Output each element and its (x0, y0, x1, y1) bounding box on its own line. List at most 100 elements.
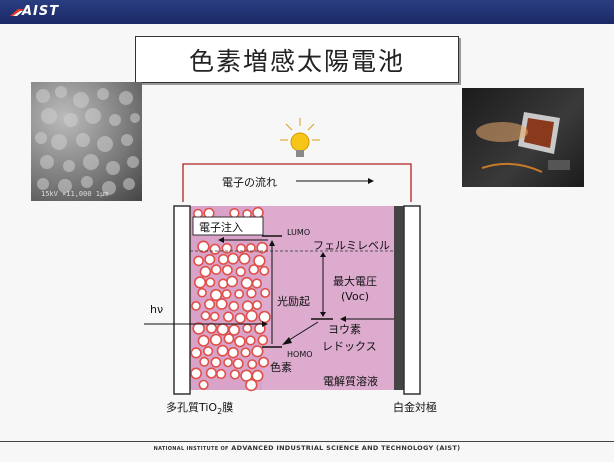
footer-divider (0, 441, 614, 442)
tio2-particle (199, 265, 212, 278)
tio2-particle (217, 253, 229, 265)
tio2-particle (204, 298, 216, 310)
footer-prefix: NATIONAL INSTITUTE OF (153, 446, 229, 452)
redox-to-homo-arrow (285, 321, 319, 343)
max-voltage-label: 最大電圧 (333, 274, 377, 288)
tio2-particle (245, 335, 256, 346)
tio2-particle (259, 265, 270, 276)
tio2-particle (258, 356, 269, 368)
tio2-particle (209, 243, 221, 255)
tio2-particle (197, 240, 210, 253)
tio2-particle (235, 266, 246, 277)
tio2-particle (193, 276, 207, 289)
tio2-particle (236, 243, 247, 254)
tio2-particle (190, 347, 202, 359)
tio2-particle (229, 369, 240, 380)
tio2-particle (253, 254, 266, 268)
solar-cell-photo (462, 88, 584, 187)
tio2-particle (256, 241, 269, 254)
tio2-particle (216, 344, 229, 357)
redox-label: レドックス (322, 340, 377, 353)
tio2-particle (251, 278, 262, 289)
tio2-particle (191, 300, 201, 311)
tio2-particle (223, 357, 233, 368)
tio2-particle (228, 300, 240, 312)
tio2-particle (204, 254, 216, 266)
tio2-particle (257, 334, 269, 346)
tio2-particle (232, 358, 244, 370)
tio2-particle (248, 264, 260, 275)
counter-electrode (403, 205, 421, 395)
tio2-particle (228, 324, 240, 336)
tio2-particle (216, 368, 227, 380)
homo-label: HOMO (287, 350, 313, 359)
tio2-particle (193, 255, 204, 267)
tio2-particle (205, 367, 217, 379)
tio2-particle (197, 334, 210, 347)
aist-logo-icon (10, 9, 24, 16)
tio2-particle (222, 311, 234, 323)
tio2-particle (251, 345, 264, 358)
electron-flow-label: 電子の流れ (222, 175, 277, 189)
tio2-particle (246, 288, 257, 299)
tio2-film-label: 多孔質TiO2膜 (166, 400, 233, 416)
photoexcitation-label: 光励起 (277, 294, 310, 308)
tio2-particle (209, 333, 223, 346)
voc-label: (Voc) (341, 290, 369, 303)
tio2-particle (245, 242, 256, 253)
tio2-particle (205, 277, 216, 288)
electron-injection-label: 電子注入 (199, 220, 243, 234)
tio2-particle (242, 323, 253, 334)
sem-micrograph-photo: 15kV ×11,000 1μm (31, 82, 142, 201)
tio2-particle (206, 322, 218, 334)
tio2-particle (209, 311, 220, 322)
tio2-particle (197, 287, 207, 298)
tio2-particle (203, 346, 214, 357)
platinum-electrode-band (394, 206, 404, 390)
iodine-label: ヨウ素 (328, 323, 361, 336)
tio2-particle (238, 252, 251, 265)
sem-texture (35, 86, 140, 195)
slide-title: 色素増感太陽電池 (135, 36, 459, 83)
tio2-particle (245, 309, 258, 323)
tio2-electrode (173, 205, 191, 395)
tio2-particle (252, 300, 262, 310)
tio2-particle (252, 206, 264, 219)
dye-label: 色素 (270, 360, 292, 374)
hv-label: hν (150, 303, 163, 316)
tio2-particle-layer (190, 206, 271, 392)
lumo-label: LUMO (287, 228, 310, 237)
tio2-particle (240, 276, 253, 290)
footer: NATIONAL INSTITUTE OF ADVANCED INDUSTRIA… (0, 444, 614, 452)
header-bar: AIST (0, 0, 614, 24)
aist-logo-text: AIST (22, 4, 60, 19)
tio2-particle (198, 379, 209, 390)
light-bulb-icon (280, 118, 320, 157)
tio2-particle (210, 264, 222, 275)
tio2-particle (210, 288, 223, 302)
tio2-particle (223, 333, 235, 345)
tio2-particle (215, 298, 228, 310)
tio2-particle (260, 287, 271, 298)
tio2-particle (234, 289, 244, 299)
tio2-particle (229, 208, 240, 219)
tio2-particle (221, 264, 233, 276)
fermi-level-label: フェルミレベル (313, 239, 390, 252)
counter-electrode-label: 白金対極 (393, 400, 437, 414)
tio2-particle (192, 322, 205, 335)
tio2-particle (226, 275, 238, 288)
tio2-particle (227, 252, 239, 265)
solar-cell-illustration (476, 112, 570, 173)
tio2-particle (227, 347, 239, 359)
tio2-particle (240, 347, 251, 358)
tio2-particle (234, 312, 246, 324)
tio2-particle (190, 367, 202, 380)
tio2-particle (247, 359, 258, 370)
circuit-wire (182, 163, 412, 202)
tio2-particle (200, 310, 211, 321)
electrolyte-label: 電解質溶液 (323, 374, 378, 388)
footer-main: ADVANCED INDUSTRIAL SCIENCE AND TECHNOLO… (231, 444, 461, 452)
tio2-particle (210, 356, 222, 368)
